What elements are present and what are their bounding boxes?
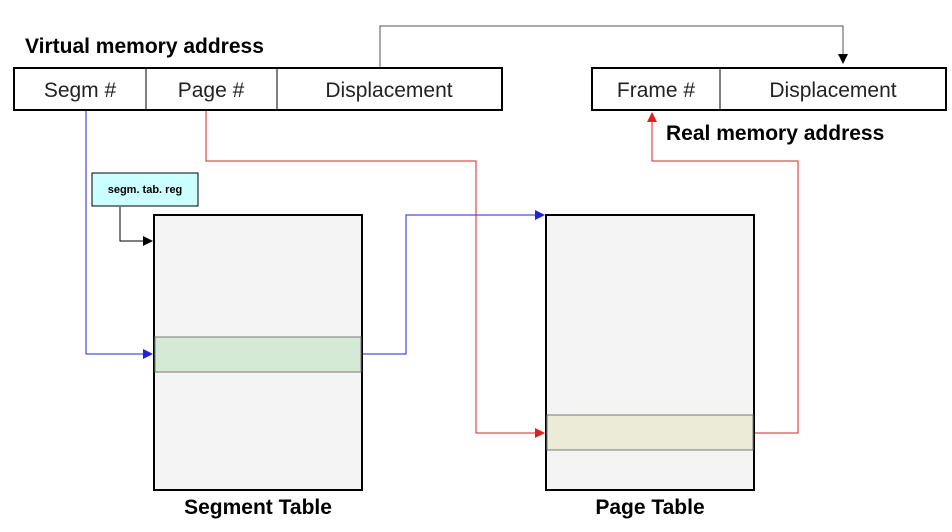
virtual-address-title: Virtual memory address (25, 35, 264, 58)
segment-table (153, 214, 363, 491)
page-table-caption: Page Table (595, 496, 704, 519)
page-entry-to-frame-connector (647, 112, 799, 434)
real-frame-field: Frame # (617, 79, 696, 102)
displacement-connector (379, 25, 848, 68)
page-table-entry (546, 414, 754, 451)
virtual-page-field: Page # (178, 79, 245, 102)
register-label: segm. tab. reg (108, 184, 183, 196)
segment-entry-to-page-table-connector (362, 210, 545, 355)
real-address-title: Real memory address (666, 122, 884, 145)
virtual-address-box: Segm # Page # Displacement (13, 67, 503, 111)
real-address-box: Frame # Displacement (591, 67, 947, 111)
virtual-segment-field: Segm # (44, 79, 117, 102)
page-number-connector (205, 111, 545, 438)
register-connector (119, 207, 153, 246)
segment-table-register: segm. tab. reg (91, 172, 199, 207)
segment-table-entry (154, 336, 362, 373)
virtual-displacement-field: Displacement (325, 79, 452, 102)
real-displacement-field: Displacement (769, 79, 896, 102)
segment-number-connector (85, 111, 153, 359)
page-table (545, 214, 755, 491)
segment-table-caption: Segment Table (184, 496, 332, 519)
